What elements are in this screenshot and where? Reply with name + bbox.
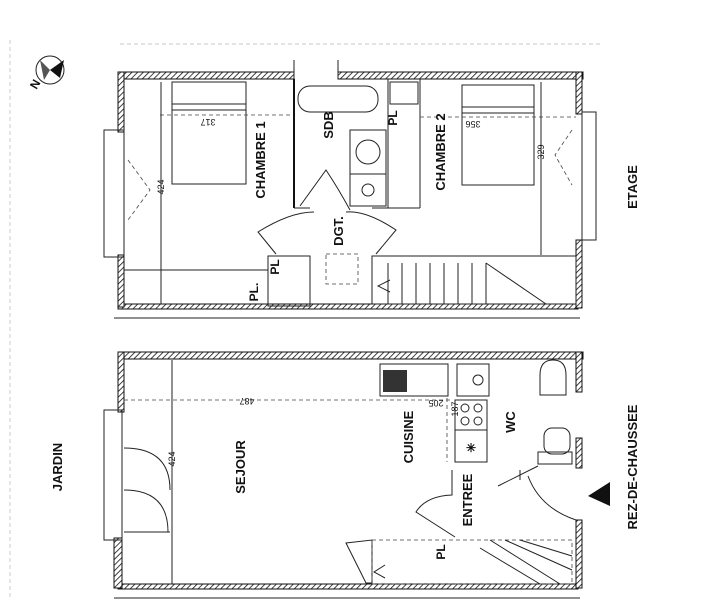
- room-label-closet-hall: PL: [268, 259, 282, 274]
- washing-machine: [349, 129, 387, 175]
- dimension-bedroom2-width: 356: [465, 119, 480, 129]
- cabinet: [389, 81, 419, 105]
- dimension-bedroom1-width: 317: [200, 117, 215, 127]
- wall: [117, 254, 125, 308]
- dimension-living-depth: 424: [167, 451, 177, 466]
- dimension-living-width: 487: [239, 396, 254, 406]
- dimension-bedroom2-depth: 329: [536, 144, 546, 159]
- wall: [575, 519, 583, 589]
- upper-floor-plan: 317 356 424 329 CHAMBRE 1 SDB CHAMBRE 2 …: [103, 60, 597, 319]
- wall: [575, 71, 583, 115]
- staircase: [371, 539, 573, 585]
- room-label-bathroom: SDB: [321, 111, 336, 138]
- room-label-kitchen: CUISINE: [401, 410, 416, 463]
- bed-bedroom2: [461, 106, 535, 186]
- wall: [117, 71, 295, 80]
- door: [257, 211, 315, 255]
- door: [299, 169, 351, 211]
- wall: [117, 71, 125, 133]
- north-compass-icon: N: [27, 55, 65, 92]
- wall: [575, 351, 583, 393]
- room-label-bedroom2: CHAMBRE 2: [433, 113, 448, 190]
- dimension-bedroom1-depth: 424: [156, 179, 166, 194]
- toilet-icon: [539, 359, 567, 396]
- room-label-living: SEJOUR: [233, 440, 248, 494]
- wall: [117, 583, 579, 590]
- window: [103, 129, 125, 258]
- pillows: [171, 81, 247, 111]
- bathtub: [297, 85, 379, 113]
- fridge: [456, 363, 490, 397]
- garden-label: JARDIN: [50, 443, 65, 491]
- room-label-wc: WC: [503, 411, 518, 433]
- north-label: N: [27, 77, 43, 92]
- drainer: [383, 370, 407, 392]
- window: [581, 111, 597, 241]
- staircase: [345, 539, 373, 584]
- room-label-closet-small: PL.: [247, 283, 261, 302]
- entrance-arrow-icon: [588, 482, 610, 506]
- room-label-entrance: ENTREE: [460, 473, 475, 526]
- door: [123, 447, 171, 491]
- hall-marker: [325, 253, 359, 285]
- light-icon: ✳: [466, 441, 476, 455]
- ground-floor-plan: ✳ 487 205 187 424 SEJOUR CUISINE WC ENTR…: [103, 351, 584, 599]
- door: [497, 465, 539, 487]
- door: [415, 470, 456, 538]
- wall: [113, 537, 123, 589]
- water-heater: [349, 173, 387, 207]
- room-label-closet-bath: PL: [386, 110, 400, 125]
- sink-counter: [379, 363, 449, 397]
- closet: [267, 255, 311, 307]
- upper-floor-label: ETAGE: [625, 165, 640, 209]
- staircase: [371, 255, 577, 305]
- door: [527, 475, 577, 521]
- window-swing: [554, 129, 573, 186]
- wall: [117, 303, 579, 310]
- room-label-closet: PL: [434, 544, 448, 559]
- ground-floor-label: REZ-DE-CHAUSSEE: [625, 404, 640, 529]
- dimension-kitchen-width: 205: [428, 398, 443, 408]
- patio-door: [103, 409, 123, 541]
- room-label-bedroom1: CHAMBRE 1: [253, 121, 268, 198]
- door: [123, 489, 169, 533]
- wall: [575, 239, 583, 309]
- wall: [575, 437, 583, 469]
- wall: [117, 351, 125, 413]
- bed-bedroom1: [171, 103, 247, 185]
- door: [345, 211, 397, 255]
- pillows: [461, 84, 535, 114]
- window-swing: [127, 159, 151, 221]
- wc-sink: [543, 427, 571, 455]
- room-label-hallway: DGT.: [331, 216, 346, 246]
- dimension-kitchen-depth: 187: [450, 401, 460, 416]
- wall: [117, 351, 584, 360]
- wall: [337, 71, 584, 80]
